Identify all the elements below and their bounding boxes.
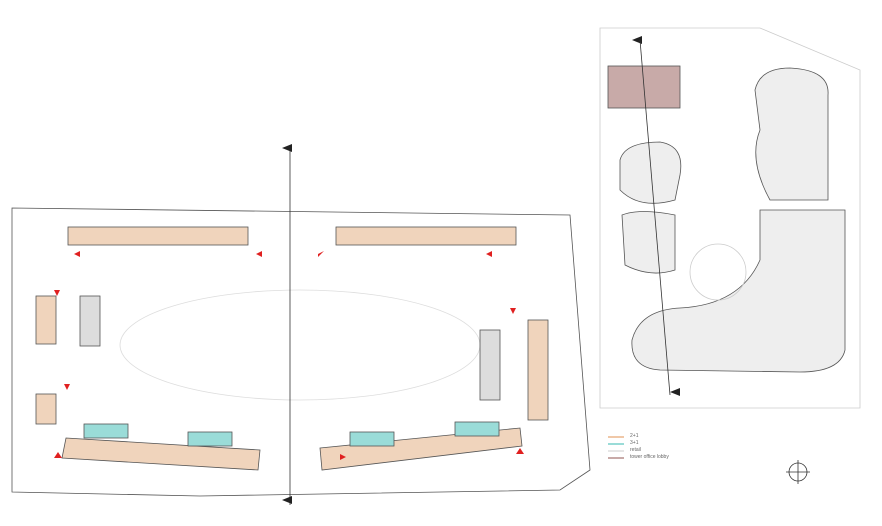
left-floor-plan [11,148,591,505]
legend-label: 3+1 [630,440,639,446]
section-arrows [282,36,680,504]
legend-item: 2+1 [608,433,669,440]
right-floor-plan [599,27,861,409]
legend-item: tower office lobby [608,454,669,461]
legend-label: tower office lobby [630,454,669,460]
legend-item: 3+1 [608,440,669,447]
north-arrow-icon [786,460,810,484]
legend: 2+1 3+1 retail tower office lobby [608,433,669,461]
legend-label: 2+1 [630,433,639,439]
legend-item: retail [608,447,669,454]
legend-swatch [608,449,624,452]
legend-swatch [608,435,624,438]
legend-swatch [608,442,624,445]
legend-swatch [608,456,624,459]
legend-label: retail [630,447,641,453]
entrance-markers [54,251,524,460]
